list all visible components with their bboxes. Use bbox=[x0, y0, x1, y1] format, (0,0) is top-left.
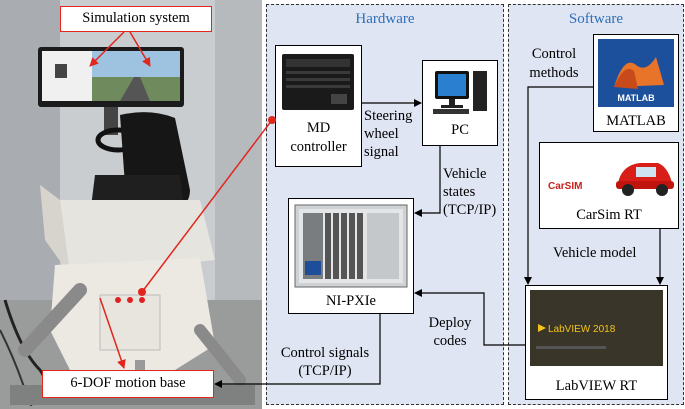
ni-pxie-chassis-icon bbox=[294, 204, 408, 288]
labview-logo-icon: LabVIEW 2018 bbox=[530, 290, 663, 366]
md-controller-device-icon bbox=[282, 54, 354, 110]
motion-base-label: 6-DOF motion base bbox=[42, 370, 214, 398]
labview-box: LabVIEW 2018 LabVIEW RT bbox=[525, 285, 668, 400]
control-methods-label: Control methods bbox=[529, 46, 579, 81]
carsim-logo-icon: CarSIM bbox=[540, 143, 678, 205]
carsim-rt-label: CarSim RT bbox=[576, 207, 642, 223]
matlab-label: MATLAB bbox=[606, 113, 666, 129]
carsim-logo-text: CarSIM bbox=[548, 181, 582, 192]
matlab-box: MATLAB MATLAB bbox=[593, 34, 679, 132]
ni-pxie-label: NI-PXIe bbox=[326, 293, 376, 309]
simulator-photo bbox=[0, 0, 262, 409]
matlab-logo-icon: MATLAB bbox=[598, 39, 674, 107]
ni-pxie-box: NI-PXIe bbox=[288, 198, 414, 314]
pc-box: PC bbox=[422, 60, 498, 146]
matlab-logo-text: MATLAB bbox=[617, 93, 655, 103]
hardware-title: Hardware bbox=[355, 11, 415, 27]
simulator-illustration bbox=[0, 0, 262, 409]
steering-signal-label: Steering wheel signal bbox=[364, 108, 413, 160]
software-title: Software bbox=[568, 11, 624, 27]
md-controller-box: MD controller bbox=[275, 45, 362, 167]
md-controller-label: MD controller bbox=[290, 120, 347, 155]
labview-rt-label: LabVIEW RT bbox=[555, 378, 638, 394]
control-signals-label: Control signals (TCP/IP) bbox=[280, 345, 370, 379]
vehicle-model-label: Vehicle model bbox=[553, 245, 637, 261]
simulation-system-label: Simulation system bbox=[60, 6, 212, 32]
labview-logo-text: LabVIEW 2018 bbox=[548, 324, 616, 335]
carsim-box: CarSIM CarSim RT bbox=[539, 142, 679, 229]
pc-icon bbox=[433, 71, 487, 114]
vehicle-states-label: Vehicle states (TCP/IP) bbox=[443, 166, 497, 218]
pc-label: PC bbox=[451, 122, 469, 138]
deploy-codes-label: Deploy codes bbox=[428, 315, 472, 349]
